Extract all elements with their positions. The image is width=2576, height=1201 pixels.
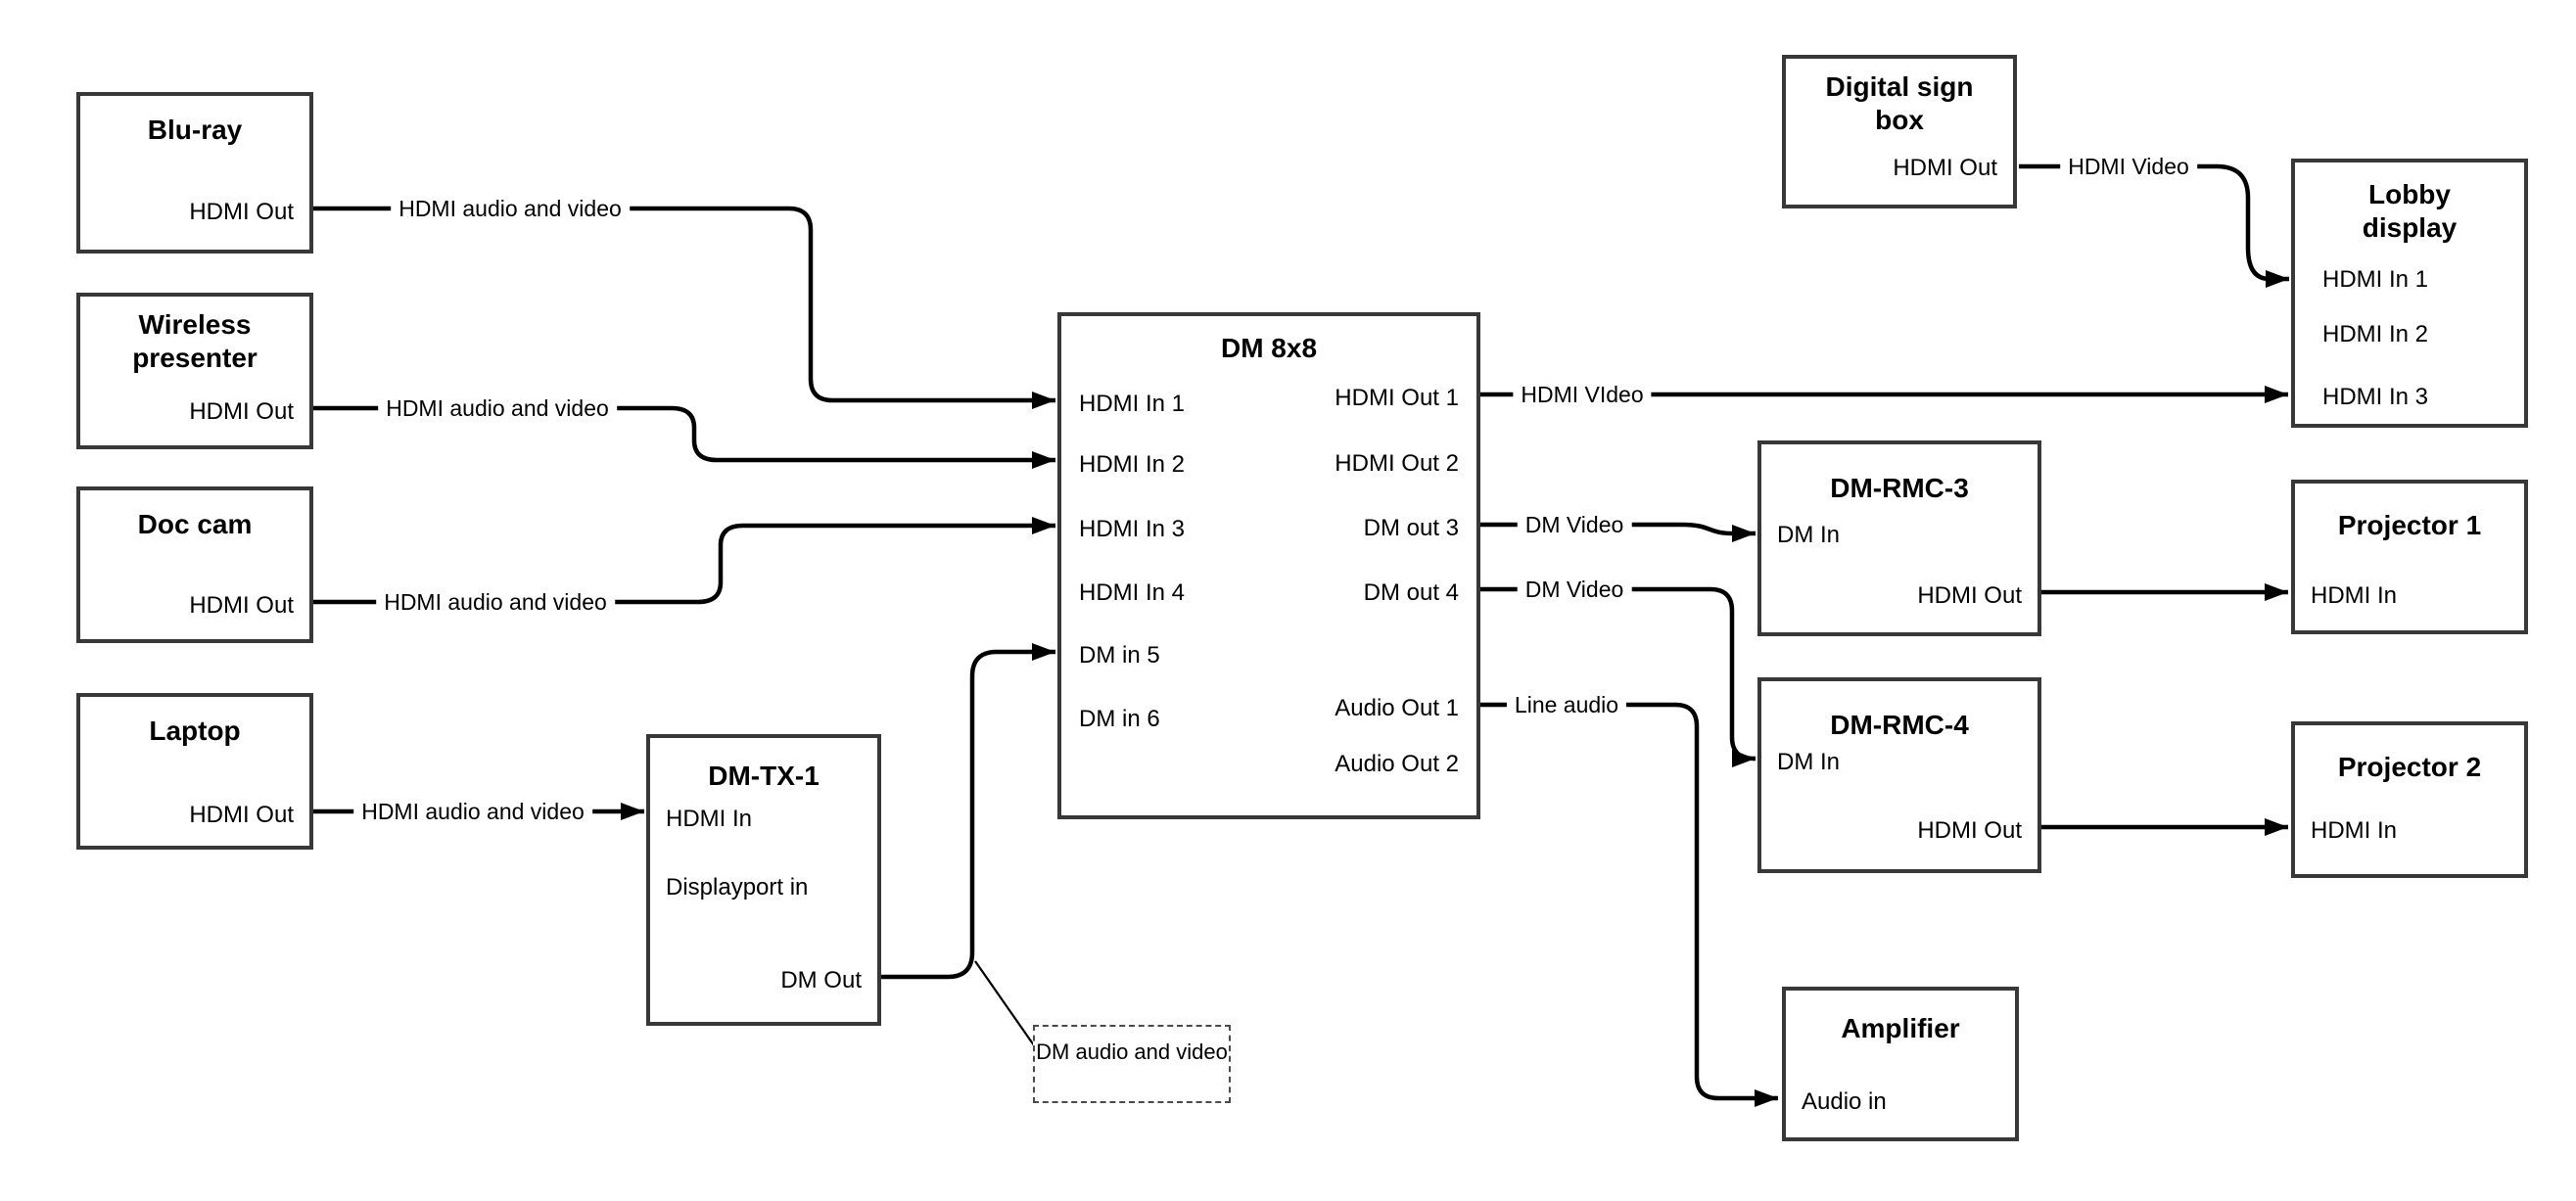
edge-dm8x8-out3-to-rmc3 bbox=[1480, 522, 1756, 542]
edge-dmtx1-to-dm8x8-in5 bbox=[880, 643, 1055, 980]
edge-digisign-to-lobby-in1 bbox=[2019, 163, 2289, 288]
node-title: Lobby display bbox=[2362, 179, 2458, 243]
node-title: Digital sign box bbox=[1825, 71, 1974, 135]
node-title: Projector 1 bbox=[2337, 510, 2482, 540]
node-title: DM 8x8 bbox=[1220, 333, 1318, 363]
edge-label-dm-video: DM Video bbox=[1517, 511, 1632, 538]
node-title: Blu-ray bbox=[147, 115, 243, 145]
port-hdmi-in-2: HDMI In 2 bbox=[2322, 321, 2429, 347]
node-title: Wireless presenter bbox=[132, 309, 258, 373]
node-projector-2: Projector 2 HDMI In bbox=[2291, 721, 2528, 878]
node-title: DM-RMC-4 bbox=[1830, 710, 1969, 740]
edge-label-hdmi-video: HDMI Video bbox=[2060, 153, 2197, 180]
node-dm-rmc-3: DM-RMC-3 DM In HDMI Out bbox=[1757, 440, 2041, 636]
port-hdmi-out: HDMI Out bbox=[189, 199, 294, 225]
node-projector-1: Projector 1 HDMI In bbox=[2291, 480, 2528, 634]
edge-wireless-to-dm8x8-in2 bbox=[313, 405, 1055, 469]
port-dm-out: DM Out bbox=[780, 967, 862, 993]
edge-dm8x8-out4-to-rmc4 bbox=[1480, 586, 1756, 767]
node-title: Doc cam bbox=[137, 509, 253, 539]
port-audio-in: Audio in bbox=[1802, 1088, 1887, 1115]
port-hdmi-in-4: HDMI In 4 bbox=[1079, 579, 1186, 606]
node-lobby-display: Lobby display HDMI In 1 HDMI In 2 HDMI I… bbox=[2291, 159, 2528, 428]
node-wireless-presenter: Wireless presenter HDMI Out bbox=[76, 293, 313, 449]
port-audio-out-2: Audio Out 2 bbox=[1335, 751, 1459, 777]
port-dm-out-3: DM out 3 bbox=[1363, 515, 1459, 541]
port-hdmi-out-1: HDMI Out 1 bbox=[1335, 385, 1459, 411]
port-displayport-in: Displayport in bbox=[666, 874, 809, 901]
port-dm-in-6: DM in 6 bbox=[1079, 706, 1160, 732]
port-hdmi-in-3: HDMI In 3 bbox=[2322, 384, 2429, 410]
edge-label-hdmi-audio-video: HDMI audio and video bbox=[391, 195, 630, 222]
note-dm-audio-and-video: DM audio and video bbox=[1033, 1025, 1231, 1103]
port-dm-out-4: DM out 4 bbox=[1363, 579, 1459, 606]
port-dm-in: DM In bbox=[1777, 522, 1841, 548]
edge-label-dm-video: DM Video bbox=[1517, 576, 1632, 603]
node-dm-rmc-4: DM-RMC-4 DM In HDMI Out bbox=[1757, 677, 2041, 873]
node-title: Amplifier bbox=[1841, 1013, 1960, 1043]
edge-label-hdmi-audio-video: HDMI audio and video bbox=[376, 588, 615, 616]
node-amplifier: Amplifier Audio in bbox=[1782, 987, 2019, 1141]
node-laptop: Laptop HDMI Out bbox=[76, 693, 313, 850]
port-hdmi-in: HDMI In bbox=[666, 806, 753, 832]
port-hdmi-out: HDMI Out bbox=[189, 802, 294, 828]
node-digital-sign-box: Digital sign box HDMI Out bbox=[1782, 55, 2017, 208]
node-dm-8x8: DM 8x8 HDMI In 1 HDMI In 2 HDMI In 3 HDM… bbox=[1057, 312, 1480, 819]
port-hdmi-in: HDMI In bbox=[2311, 817, 2398, 844]
node-bluray: Blu-ray HDMI Out bbox=[76, 92, 313, 254]
port-hdmi-out: HDMI Out bbox=[1893, 155, 1997, 181]
edge-dm8x8-audio1-to-amp bbox=[1480, 702, 1778, 1107]
port-hdmi-in-2: HDMI In 2 bbox=[1079, 451, 1186, 478]
port-hdmi-in-1: HDMI In 1 bbox=[2322, 266, 2429, 293]
node-title: Laptop bbox=[149, 716, 241, 746]
node-title: DM-TX-1 bbox=[708, 761, 820, 791]
note-leader-line bbox=[974, 960, 1035, 1046]
port-hdmi-out: HDMI Out bbox=[1917, 817, 2022, 844]
port-hdmi-in: HDMI In bbox=[2311, 582, 2398, 609]
port-hdmi-in-1: HDMI In 1 bbox=[1079, 391, 1186, 417]
edge-label-hdmi-audio-video: HDMI audio and video bbox=[353, 798, 592, 825]
node-doc-cam: Doc cam HDMI Out bbox=[76, 486, 313, 643]
node-dm-tx-1: DM-TX-1 HDMI In Displayport in DM Out bbox=[646, 734, 881, 1026]
edge-label-hdmi-audio-video: HDMI audio and video bbox=[378, 394, 617, 422]
port-hdmi-in-3: HDMI In 3 bbox=[1079, 516, 1186, 542]
edge-label-line-audio: Line audio bbox=[1506, 691, 1627, 718]
port-hdmi-out: HDMI Out bbox=[1917, 582, 2022, 609]
port-dm-in: DM In bbox=[1777, 749, 1841, 775]
port-hdmi-out-2: HDMI Out 2 bbox=[1335, 450, 1459, 477]
port-hdmi-out: HDMI Out bbox=[189, 398, 294, 425]
edge-label-hdmi-video: HDMI VIdeo bbox=[1513, 381, 1652, 408]
port-hdmi-out: HDMI Out bbox=[189, 592, 294, 619]
node-title: Projector 2 bbox=[2337, 752, 2482, 782]
port-audio-out-1: Audio Out 1 bbox=[1335, 695, 1459, 721]
node-title: DM-RMC-3 bbox=[1830, 473, 1969, 503]
edge-doccam-to-dm8x8-in3 bbox=[313, 517, 1055, 605]
edge-bluray-to-dm8x8-in1 bbox=[313, 206, 1055, 409]
port-dm-in-5: DM in 5 bbox=[1079, 642, 1160, 669]
